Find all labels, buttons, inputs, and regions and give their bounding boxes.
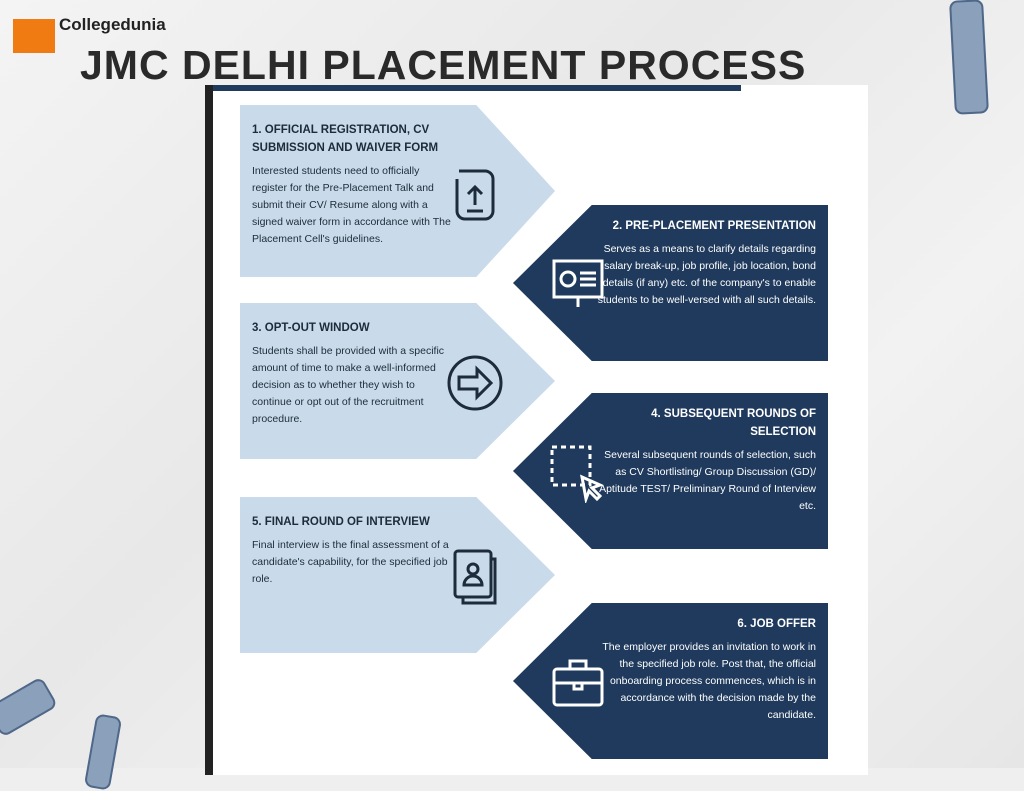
- upload-document-icon: [455, 169, 495, 221]
- profile-document-icon: [453, 549, 497, 605]
- step-text: Interested students need to officially r…: [252, 165, 451, 245]
- step-text: Students shall be provided with a specif…: [252, 345, 445, 425]
- step-4-card: 4. SUBSEQUENT ROUNDS OF SELECTION Several…: [513, 393, 828, 549]
- step-6-card: 6. JOB OFFER The employer provides an inv…: [513, 603, 828, 759]
- collegedunia-logo: [13, 19, 55, 53]
- step-title: 4. SUBSEQUENT ROUNDS OF SELECTION: [651, 408, 816, 438]
- page-title: JMC DELHI PLACEMENT PROCESS: [80, 42, 807, 88]
- step-title: 2. PRE-PLACEMENT PRESENTATION: [612, 220, 816, 232]
- step-text: The employer provides an invitation to w…: [602, 641, 816, 721]
- decorative-stroke: [949, 0, 989, 115]
- step-text: Several subsequent rounds of selection, …: [599, 449, 816, 512]
- step-5-card: 5. FINAL ROUND OF INTERVIEW Final intervi…: [240, 497, 555, 653]
- step-title: 6. JOB OFFER: [737, 618, 816, 630]
- briefcase-icon: [552, 659, 604, 707]
- step-title: 1. OFFICIAL REGISTRATION, CV SUBMISSION …: [252, 124, 439, 154]
- step-2-card: 2. PRE-PLACEMENT PRESENTATION Serves as a…: [513, 205, 828, 361]
- step-text: Final interview is the final assessment …: [252, 539, 449, 585]
- brand-name: Collegedunia: [59, 15, 166, 34]
- arrow-circle-icon: [447, 355, 503, 411]
- step-1-card: 1. OFFICIAL REGISTRATION, CV SUBMISSION …: [240, 105, 555, 277]
- step-title: 3. OPT-OUT WINDOW: [252, 322, 370, 334]
- presentation-board-icon: [552, 259, 604, 307]
- selection-cursor-icon: [550, 445, 604, 503]
- step-title: 5. FINAL ROUND OF INTERVIEW: [252, 516, 430, 528]
- top-bar: [213, 85, 741, 91]
- step-text: Serves as a means to clarify details reg…: [597, 243, 816, 306]
- step-3-card: 3. OPT-OUT WINDOW Students shall be provi…: [240, 303, 555, 459]
